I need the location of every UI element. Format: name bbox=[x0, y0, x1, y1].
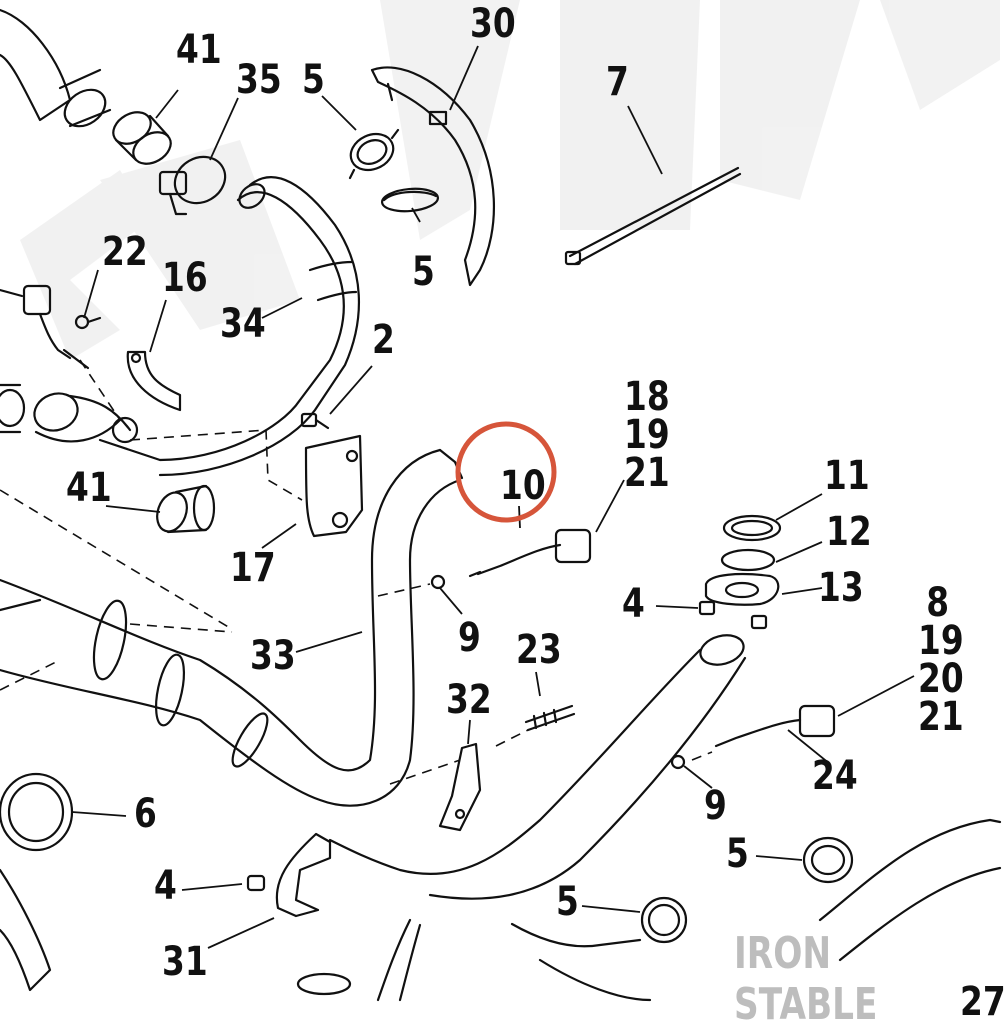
callout-22: 22 bbox=[102, 229, 148, 275]
hose-clamp-5-mid bbox=[380, 187, 440, 213]
hose-clamp-5-right bbox=[802, 836, 854, 884]
stud-23 bbox=[524, 704, 576, 732]
callout-5-top: 5 bbox=[302, 57, 325, 103]
callout-16: 16 bbox=[162, 255, 208, 301]
oxygen-sensor-10 bbox=[468, 528, 592, 578]
gasket-9-mid bbox=[430, 574, 446, 590]
clamp-6 bbox=[0, 772, 74, 852]
callout-5-right: 5 bbox=[726, 831, 749, 877]
callout-21-a: 21 bbox=[624, 450, 670, 496]
bracket-31 bbox=[275, 832, 332, 918]
callout-9-right: 9 bbox=[704, 783, 727, 829]
gasket-9-right bbox=[670, 754, 686, 770]
muffler-bottom-left bbox=[0, 868, 52, 992]
callout-20: 20 bbox=[918, 656, 964, 702]
hose-clamp-5-top bbox=[348, 128, 400, 180]
callout-13: 13 bbox=[818, 565, 864, 611]
callout-4-left: 4 bbox=[154, 863, 177, 909]
clamp-bottom bbox=[296, 972, 352, 996]
watermark bbox=[20, 0, 1000, 360]
header-pipe-34 bbox=[98, 176, 361, 477]
heat-shield-30 bbox=[370, 66, 496, 287]
callout-12: 12 bbox=[826, 509, 872, 555]
callout-32: 32 bbox=[446, 677, 492, 723]
rear-header-pipe bbox=[328, 634, 747, 900]
callout-18: 18 bbox=[624, 374, 670, 420]
header-pipe-left bbox=[0, 383, 139, 444]
muffler-top bbox=[0, 8, 112, 128]
exhaust-sleeve-41-top bbox=[112, 111, 172, 165]
callout-8-19-20-21: 8 19 20 21 bbox=[918, 580, 964, 740]
callout-24: 24 bbox=[812, 753, 858, 799]
callout-10: 10 bbox=[500, 463, 546, 509]
callout-7: 7 bbox=[606, 59, 629, 105]
callout-27: 27 bbox=[960, 979, 1006, 1025]
callout-11: 11 bbox=[824, 453, 870, 499]
assembly-dashes bbox=[0, 359, 713, 785]
nut-4-left bbox=[246, 874, 266, 892]
clamp-35 bbox=[158, 155, 227, 216]
callout-33: 33 bbox=[250, 633, 296, 679]
callout-35: 35 bbox=[236, 57, 282, 103]
callout-30: 30 bbox=[470, 1, 516, 47]
callout-5-bottom: 5 bbox=[556, 879, 579, 925]
callout-19-b: 19 bbox=[918, 618, 964, 664]
hose-clamp-5-bottom bbox=[640, 896, 688, 944]
callout-34: 34 bbox=[220, 301, 266, 347]
callout-6: 6 bbox=[134, 791, 157, 837]
heat-shield-bottom bbox=[376, 918, 652, 1002]
callout-8: 8 bbox=[926, 580, 950, 626]
rear-pipe-bottom bbox=[818, 818, 1002, 962]
exhaust-sleeve-41-left bbox=[156, 484, 216, 534]
flange-13 bbox=[704, 572, 780, 606]
bracket-17 bbox=[304, 434, 364, 538]
brand-watermark: IRON STABLE bbox=[734, 928, 878, 1030]
bolt-2 bbox=[300, 412, 330, 430]
exploded-view-drawing bbox=[0, 0, 1002, 1002]
bracket-16 bbox=[126, 350, 182, 412]
callout-5-mid: 5 bbox=[412, 249, 435, 295]
callout-41-top: 41 bbox=[176, 27, 222, 73]
callout-4-right: 4 bbox=[622, 581, 645, 627]
cable-tie-7 bbox=[564, 166, 742, 266]
bolt-22 bbox=[74, 314, 102, 330]
bracket-32 bbox=[438, 742, 482, 832]
gasket-11 bbox=[722, 514, 782, 542]
nut-4-right bbox=[698, 600, 768, 630]
leader-lines bbox=[71, 45, 915, 949]
callout-31: 31 bbox=[162, 939, 208, 985]
seal-12 bbox=[720, 548, 776, 572]
callout-21-b: 21 bbox=[918, 694, 964, 740]
oxygen-sensor-24 bbox=[714, 704, 836, 748]
callout-18-19-21: 18 19 21 bbox=[624, 374, 670, 496]
callout-9-mid: 9 bbox=[458, 615, 481, 661]
callout-2: 2 bbox=[372, 317, 395, 363]
callout-41-left: 41 bbox=[66, 465, 112, 511]
callout-17: 17 bbox=[230, 545, 276, 591]
highlight-circle bbox=[455, 421, 557, 523]
callout-23: 23 bbox=[516, 627, 562, 673]
callout-19-a: 19 bbox=[624, 412, 670, 458]
